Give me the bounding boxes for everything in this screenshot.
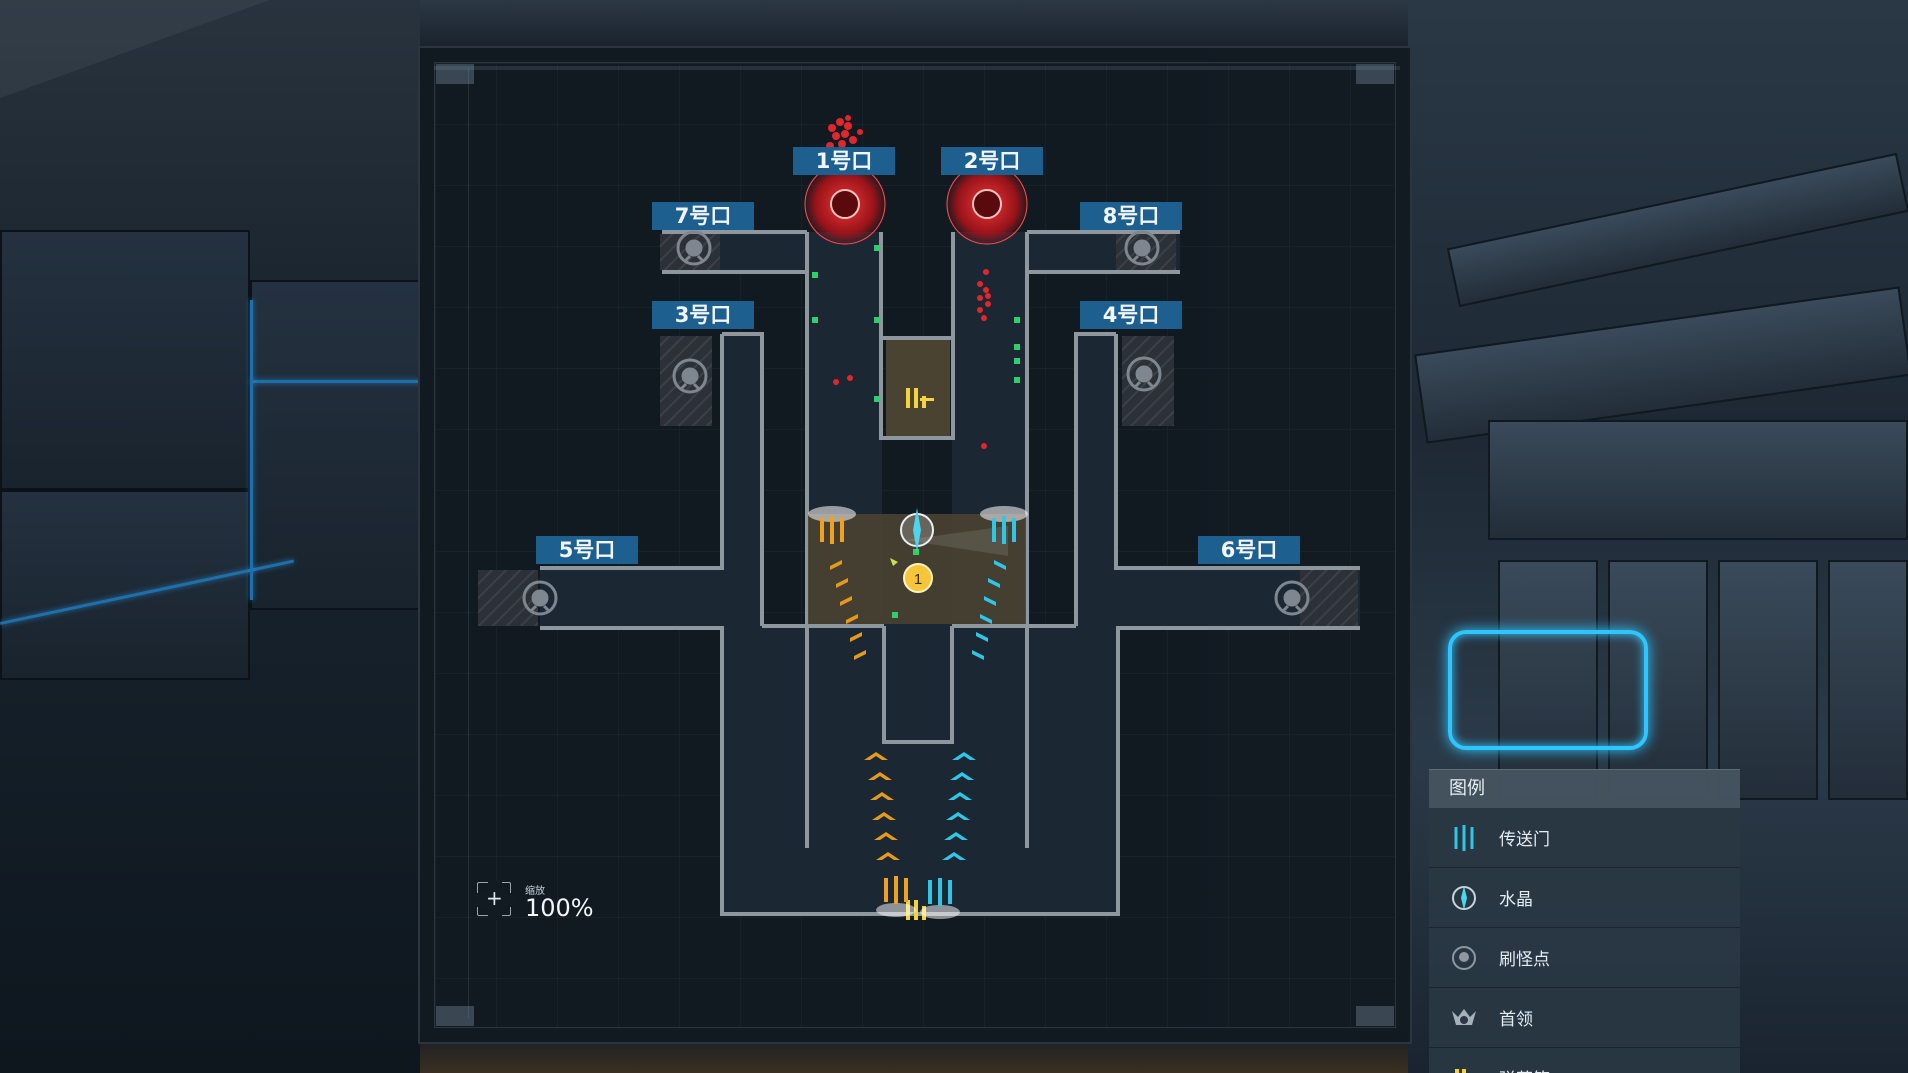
ally-markers [812,245,1020,618]
legend-item-label: 弹药箱 [1499,1065,1550,1073]
legend-item-label: 传送门 [1499,830,1550,850]
legend-item-label: 刷怪点 [1499,950,1550,970]
legend-item-ammo-box: 弹药箱 [1429,1048,1740,1073]
svg-text:1: 1 [914,571,922,588]
zoom-label: 缩放 [525,886,545,897]
crystal-icon [900,508,934,552]
portal-icon [980,506,1028,544]
corner-mark [436,64,474,84]
gate-label-5: 5号口 [536,536,638,564]
gate-label-8: 8号口 [1080,202,1182,230]
portal-icon [808,506,856,544]
portal-icon [876,876,916,917]
spawn-point-icon [1274,580,1310,616]
spawn-point-icon [676,230,712,266]
corner-mark [1356,1006,1394,1026]
spawn-point-icon [1124,230,1160,266]
crystal-icon [1452,885,1476,910]
cyan-path-arrows [942,560,1006,860]
legend-item-label: 首领 [1499,1010,1533,1030]
spawn-point-icon [1126,356,1162,392]
gate-label-1: 1号口 [793,147,895,175]
map-legend: 图例 传送门 水晶 刷怪点 [1429,769,1740,1073]
legend-item-portal: 传送门 [1429,808,1740,868]
legend-item-crystal: 水晶 [1429,868,1740,928]
legend-item-boss: 首领 [1429,988,1740,1048]
portal-icon [1454,824,1474,851]
enemy-markers [826,115,991,449]
gate-label-4: 4号口 [1080,301,1182,329]
orange-path-arrows [830,560,900,860]
ammo-box-icon [906,388,934,408]
spawn-point-icon [522,580,558,616]
player-marker: 1 [890,558,933,593]
gate-label-3: 3号口 [652,301,754,329]
legend-item-label: 水晶 [1499,890,1533,910]
ceiling [420,0,1410,46]
spawn-point-icon [672,358,708,394]
player-view-cone [905,526,1008,556]
zoom-bracket [476,881,514,919]
gate-label-6: 6号口 [1198,536,1300,564]
boss-icon [803,162,887,246]
gate-label-7: 7号口 [652,202,754,230]
spawn-point-icons [522,230,1310,616]
boss-icon [1452,1008,1476,1025]
left-wall [0,0,420,1073]
corner-mark [1356,64,1394,84]
zoom-control[interactable]: + 缩放 100% [476,880,607,930]
portal-icon [920,878,960,919]
zoom-in-icon[interactable]: + [486,886,503,910]
spawn-point-icon [1452,945,1476,970]
boss-icon [945,162,1029,246]
zoom-value: 100% [525,894,594,922]
gate-label-2: 2号口 [941,147,1043,175]
legend-title: 图例 [1429,770,1740,808]
corridor-walls [540,230,1360,916]
legend-item-spawn-point: 刷怪点 [1429,928,1740,988]
corner-mark [436,1006,474,1026]
ammo-box-icon [1455,1068,1466,1073]
